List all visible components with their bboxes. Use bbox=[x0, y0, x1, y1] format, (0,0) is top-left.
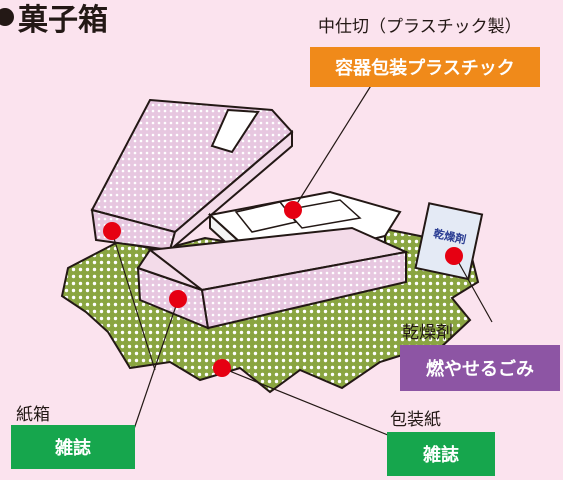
wrap-badge: 雑誌 bbox=[387, 432, 495, 476]
marker-lid bbox=[103, 222, 121, 240]
divider-badge: 容器包装プラスチック bbox=[310, 47, 540, 87]
box-caption: 紙箱 bbox=[16, 405, 50, 425]
page-title: 菓子箱 bbox=[0, 0, 108, 38]
desiccant-caption: 乾燥剤 bbox=[402, 323, 453, 343]
wrap-caption: 包装紙 bbox=[390, 410, 441, 430]
marker-box bbox=[169, 290, 187, 308]
desiccant-packet: 乾燥剤 bbox=[414, 202, 484, 281]
marker-desiccant bbox=[445, 247, 463, 265]
title-bullet-icon bbox=[0, 8, 14, 26]
desiccant-badge: 燃やせるごみ bbox=[400, 345, 560, 391]
packet-text: 乾燥剤 bbox=[432, 226, 467, 247]
box-badge: 雑誌 bbox=[11, 425, 135, 469]
title-text: 菓子箱 bbox=[18, 3, 108, 38]
marker-wrap bbox=[213, 359, 231, 377]
box-lid bbox=[90, 98, 294, 253]
marker-divider bbox=[284, 201, 302, 219]
divider-caption: 中仕切（プラスチック製） bbox=[318, 17, 522, 37]
